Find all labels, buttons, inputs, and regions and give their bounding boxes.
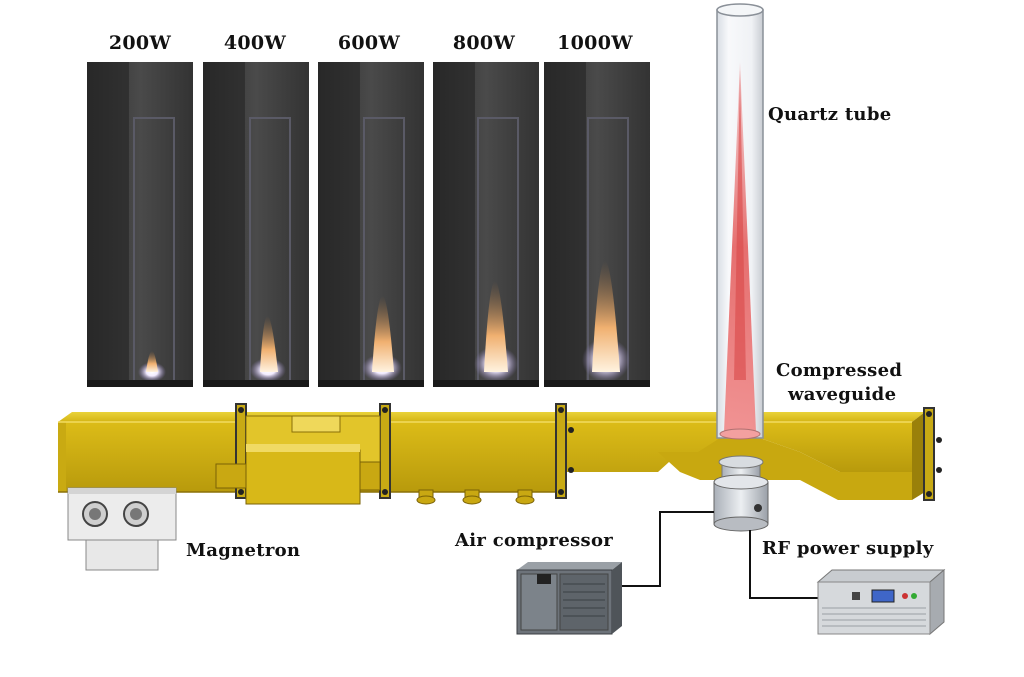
compressed-waveguide-label-line2: waveguide <box>788 384 897 405</box>
magnetron-label: Magnetron <box>186 540 301 561</box>
power-label-800w: 800W <box>452 32 516 54</box>
photo-600w <box>318 62 424 387</box>
tuning-stubs <box>416 489 535 505</box>
air-compressor <box>516 562 622 635</box>
waveguide <box>58 412 925 500</box>
photo-200w <box>87 62 193 387</box>
magnetron-mount <box>215 415 381 505</box>
photo-400w <box>203 62 309 387</box>
compressed-waveguide-label-line1: Compressed <box>776 360 903 381</box>
power-label-1000w: 1000W <box>557 32 633 54</box>
torch-nozzle <box>713 455 769 532</box>
rf-power-supply <box>816 568 946 636</box>
magnetron <box>67 487 177 571</box>
rf-power-supply-label: RF power supply <box>762 538 934 559</box>
photo-800w <box>433 62 539 387</box>
power-label-400w: 400W <box>223 32 287 54</box>
power-label-600w: 600W <box>337 32 401 54</box>
connection-lines <box>620 511 818 599</box>
quartz-tube <box>716 3 764 440</box>
photo-1000w <box>544 62 650 387</box>
air-compressor-label: Air compressor <box>455 530 614 551</box>
power-label-200w: 200W <box>108 32 172 54</box>
quartz-tube-label: Quartz tube <box>768 104 892 125</box>
